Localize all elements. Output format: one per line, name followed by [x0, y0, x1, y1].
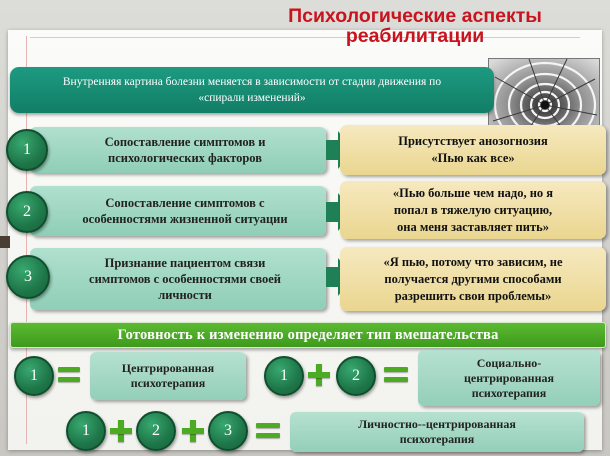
step-1-number-circle: 1	[6, 129, 48, 171]
step-1-quote-line-2: «Пью как все»	[431, 151, 515, 165]
paper-margin-line	[26, 36, 27, 444]
step-2-number: 2	[23, 203, 31, 220]
formula-3-operand-2-label: 2	[152, 422, 160, 439]
formula-1-result-line-2: психотерапия	[130, 376, 206, 390]
formula-2-plus-icon	[308, 364, 330, 386]
formula-3-operand-3: 3	[208, 411, 248, 451]
intro-line-1: Внутренняя картина болезни меняется в за…	[62, 76, 442, 88]
step-1-line-2: психологических факторов	[108, 151, 262, 165]
formula-2-operand-2-label: 2	[352, 367, 360, 384]
formula-2-operand-2: 2	[336, 356, 376, 396]
background-stripe	[0, 236, 10, 248]
intro-line-2: «спирали изменений»	[198, 92, 306, 104]
step-3-line-2: симптомов с особенностями своей	[89, 272, 281, 286]
formula-3-operand-1-label: 1	[82, 422, 90, 439]
step-2-line-1: Сопоставление симптомов с	[105, 196, 265, 210]
slide-title: Психологические аспекты реабилитации	[250, 6, 580, 46]
title-line-2: реабилитации	[345, 25, 485, 47]
step-1-line-1: Сопоставление симптомов и	[104, 135, 266, 149]
step-3-quote-line-3: разрешить свои проблемы»	[394, 288, 552, 303]
title-line-1: Психологические аспекты	[288, 5, 542, 27]
intro-banner: Внутренняя картина болезни меняется в за…	[10, 67, 494, 113]
step-2-quote-line-1: «Пью больше чем надо, но я	[392, 185, 554, 200]
step-3-box: Признание пациентом связи симптомов с ос…	[30, 248, 326, 310]
formula-1-operand-1-label: 1	[30, 367, 38, 384]
formula-2-result-box: Социально- центрированная психотерапия	[418, 350, 600, 406]
formula-2-result-line-2: центрированная	[464, 370, 554, 385]
step-3-number-circle: 3	[6, 255, 50, 299]
paper-rule-line	[30, 37, 580, 38]
formula-3-equals-icon	[256, 420, 280, 442]
formula-3-plus-icon-2	[182, 420, 204, 442]
formula-2-operand-1: 1	[264, 356, 304, 396]
step-3-quote-line-1: «Я пью, потому что зависим, не	[383, 254, 563, 269]
step-2-quote-line-2: попал в тяжелую ситуацию,	[393, 202, 553, 217]
formula-3-operand-3-label: 3	[224, 422, 232, 439]
step-3-line-3: личности	[158, 288, 212, 302]
step-2-number-circle: 2	[6, 191, 48, 233]
formula-1-result-box: Центрированная психотерапия	[90, 352, 246, 400]
formula-2-result-line-1: Социально-	[476, 355, 542, 370]
formula-1-result-line-1: Центрированная	[121, 361, 215, 375]
formula-1-equals-icon	[58, 364, 80, 386]
step-1-number: 1	[23, 141, 31, 158]
step-2-quote-box: «Пью больше чем надо, но я попал в тяжел…	[340, 181, 606, 239]
formula-3-operand-2: 2	[136, 411, 176, 451]
formula-3-result-line-1: Личностно--центрированная	[358, 417, 516, 431]
step-1-quote-line-1: Присутствует анозогнозия	[398, 134, 548, 148]
formula-2-result-line-3: психотерапия	[471, 385, 547, 400]
formula-2-operand-1-label: 1	[280, 367, 288, 384]
step-2-arrow-icon	[326, 193, 353, 231]
step-3-quote-line-2: получается другими способами	[384, 271, 562, 286]
step-1-quote-box: Присутствует анозогнозия «Пью как все»	[340, 125, 606, 175]
step-3-number: 3	[24, 268, 32, 285]
formula-1-operand-1: 1	[14, 356, 54, 396]
formula-2-equals-icon	[384, 364, 408, 386]
formula-3-result-box: Личностно--центрированная психотерапия	[290, 412, 584, 452]
step-1-box: Сопоставление симптомов и психологически…	[30, 127, 326, 173]
step-2-box: Сопоставление симптомов с особенностями …	[30, 186, 326, 236]
formula-3-operand-1: 1	[66, 411, 106, 451]
readiness-banner: Готовность к изменению определяет тип вм…	[10, 322, 606, 348]
step-3-line-1: Признание пациентом связи	[104, 256, 266, 270]
step-2-line-2: особенностями жизненной ситуации	[82, 212, 288, 226]
step-3-arrow-icon	[326, 258, 353, 296]
step-1-arrow-icon	[326, 131, 353, 169]
formula-3-result-line-2: психотерапия	[399, 432, 475, 446]
step-2-quote-line-3: она меня заставляет пить»	[397, 219, 549, 234]
step-3-quote-box: «Я пью, потому что зависим, не получаетс…	[340, 247, 606, 311]
formula-3-plus-icon-1	[110, 420, 132, 442]
